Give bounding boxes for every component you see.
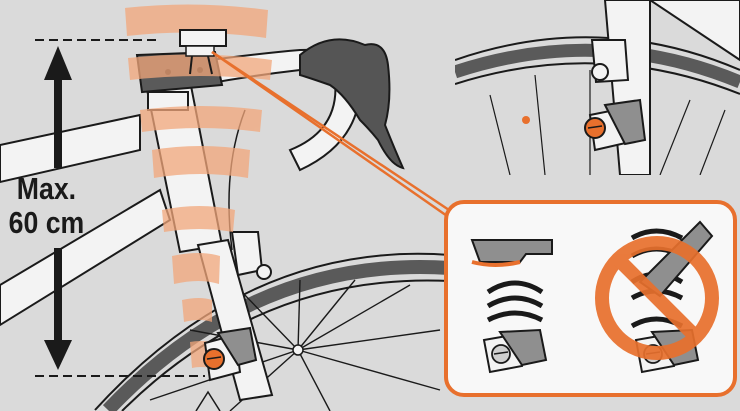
signal-range-bands [125, 4, 272, 368]
incorrect-orientation-example [595, 220, 719, 374]
sensor-icon [482, 328, 548, 374]
max-distance-line1: Max. [16, 171, 77, 206]
speed-sensor-main [203, 326, 258, 382]
distance-arrow [44, 46, 72, 370]
max-distance-line2: 60 cm [8, 205, 85, 240]
spoke-hub [292, 344, 304, 356]
prohibited-sign-icon [595, 236, 719, 360]
correct-orientation-example [470, 239, 553, 374]
callout-leader-lines [211, 50, 471, 234]
orientation-callout [444, 200, 737, 397]
brake-caliper [228, 109, 272, 280]
signal-waves-icon [486, 280, 544, 323]
cycle-computer-unit [179, 29, 227, 75]
inset-closeup-view [455, 0, 740, 175]
max-distance-label: Max. 60 cm [0, 172, 93, 240]
spoke-magnet-marker [195, 390, 221, 411]
brake-lever [299, 38, 405, 170]
main-bike-view [0, 4, 451, 411]
front-wheel [94, 252, 451, 411]
